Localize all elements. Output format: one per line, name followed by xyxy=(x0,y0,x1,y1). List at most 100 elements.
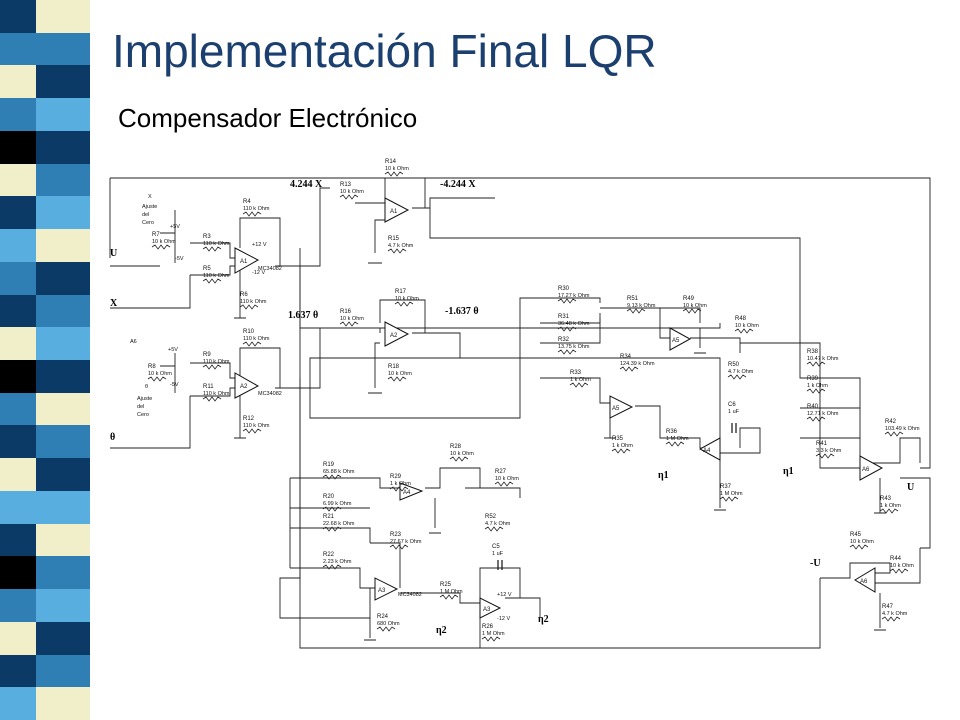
resistor-ref-r19: R19 xyxy=(323,462,335,468)
opamp-label-a4: A4 xyxy=(403,490,411,496)
resistor-ref-r24: R24 xyxy=(377,614,389,620)
resistor-symbol xyxy=(202,278,222,284)
resistor-value-r20: 6.99 k Ohm xyxy=(323,501,352,507)
resistor-value-r37: 1 M Ohm xyxy=(720,491,743,497)
label-gain-x-neg: -4.244 X xyxy=(440,179,476,190)
opamp-label-a5: A5 xyxy=(612,406,620,412)
capacitor-value-c6: 1 uF xyxy=(728,409,740,415)
wiring xyxy=(109,177,931,649)
resistor-ref-r13: R13 xyxy=(340,182,352,188)
opamp-label-a5b: A5 xyxy=(672,338,680,344)
resistor-value-r15: 4.7 k Ohm xyxy=(388,243,414,249)
resistor-symbol xyxy=(879,508,899,514)
strip-block-left xyxy=(0,458,36,492)
resistor-symbol xyxy=(322,564,342,570)
resistor-value-r32: 13.75 k Ohm xyxy=(558,344,590,350)
resistor-symbol xyxy=(484,526,504,532)
resistor-value-r4: 110 k Ohm xyxy=(243,206,270,212)
resistor-symbol xyxy=(389,486,409,492)
resistor-value-r29: 1 k Ohm xyxy=(390,481,411,487)
resistor-ref-r36: R36 xyxy=(666,429,678,435)
strip-block-left xyxy=(0,261,36,296)
resistor-value-r17: 10 k Ohm xyxy=(395,296,419,302)
resistor-symbol xyxy=(727,374,747,380)
capacitor-ref-c5: C5 xyxy=(492,544,500,550)
resistor-symbol xyxy=(619,366,639,372)
label-supply-m12-b: -12 V xyxy=(497,616,510,622)
resistor-ref-r15: R15 xyxy=(388,236,400,242)
resistor-symbol xyxy=(322,474,342,480)
resistor-value-r25: 1 M Ohm xyxy=(440,589,463,595)
resistor-ref-r49: R49 xyxy=(683,296,695,302)
resistor-ref-r7: R7 xyxy=(152,232,160,238)
capacitor-symbols xyxy=(497,423,737,570)
resistor-value-r28: 10 k Ohm xyxy=(450,451,474,457)
opamp-label-a3: A3 xyxy=(378,588,386,594)
strip-block-left xyxy=(0,65,36,99)
strip-block-left xyxy=(0,556,36,590)
opamp-label-a6: A6 xyxy=(862,467,870,473)
resistor-value-r44: 10 k Ohm xyxy=(890,563,914,569)
opamp-label-a2: A2 xyxy=(240,384,248,390)
resistor-ref-r21: R21 xyxy=(323,514,335,520)
resistor-value-r49: 10 k Ohm xyxy=(683,303,707,309)
label-theta-adjust-1: Ajuste xyxy=(137,396,152,402)
resistor-symbol xyxy=(387,376,407,382)
capacitor-value-c5: 1 uF xyxy=(492,551,504,557)
resistor-ref-r43: R43 xyxy=(880,496,892,502)
opamp-label-a6b: A6 xyxy=(860,579,868,585)
resistor-value-r18: 10 k Ohm xyxy=(388,371,412,377)
resistor-symbol xyxy=(339,321,359,327)
label-theta-adjust-3: Cero xyxy=(137,412,149,418)
resistor-symbol xyxy=(815,453,835,459)
resistor-ref-r42: R42 xyxy=(885,419,897,425)
strip-block-left xyxy=(0,490,36,525)
resistor-symbol xyxy=(611,448,631,454)
resistor-symbol xyxy=(151,244,171,250)
resistor-value-r45: 10 k Ohm xyxy=(850,539,874,545)
resistor-symbol xyxy=(147,376,167,382)
strip-block-left xyxy=(0,130,36,165)
label-supply-m12-a: -12 V xyxy=(252,270,265,276)
decorative-color-strip xyxy=(0,0,108,720)
resistor-symbol xyxy=(806,388,826,394)
resistor-value-r13: 10 k Ohm xyxy=(340,189,364,195)
label-eta2: η2 xyxy=(538,614,549,625)
resistor-symbol xyxy=(557,298,577,304)
strip-block-left xyxy=(0,32,36,66)
label-gain-theta-neg: -1.637 θ xyxy=(445,306,479,317)
resistor-value-r36: 1 M Ohm xyxy=(666,436,689,442)
resistor-ref-r47: R47 xyxy=(882,604,894,610)
strip-block-left xyxy=(0,163,36,197)
resistor-symbol xyxy=(889,568,909,574)
resistor-ref-r10: R10 xyxy=(243,329,255,335)
resistor-symbol xyxy=(242,428,262,434)
opamp-part-a1: MC34082 xyxy=(258,266,282,272)
strip-block-left xyxy=(0,196,36,230)
resistor-value-r51: 9.13 k Ohm xyxy=(627,303,656,309)
resistor-value-r35: 1 k Ohm xyxy=(612,443,633,449)
resistor-symbol xyxy=(339,194,359,200)
resistor-symbol xyxy=(242,211,262,217)
resistor-symbol xyxy=(734,328,754,334)
resistor-ref-r11: R11 xyxy=(203,384,214,390)
resistor-ref-r6: R6 xyxy=(240,292,248,298)
resistor-value-r30: 17.27 k Ohm xyxy=(558,293,590,299)
resistor-value-r8: 10 k Ohm xyxy=(148,371,172,377)
resistor-symbol xyxy=(557,326,577,332)
resistor-value-r11: 110 k Ohm xyxy=(203,391,230,397)
opamp-part-a2: MC34082 xyxy=(258,391,282,397)
opamp-part-a3: MC34082 xyxy=(398,592,422,598)
label-u-out: U xyxy=(907,482,914,493)
resistor-ref-r52: R52 xyxy=(485,514,497,520)
strip-block-left xyxy=(0,98,36,132)
resistor-symbol xyxy=(881,616,901,622)
resistor-value-r22: 2.23 k Ohm xyxy=(323,559,352,565)
label-theta-adjust-2: del xyxy=(137,404,144,410)
resistor-ref-r37: R37 xyxy=(720,484,732,490)
resistor-value-r26: 1 M Ohm xyxy=(482,631,505,637)
resistor-value-r47: 4.7 k Ohm xyxy=(882,611,908,617)
label-gain-theta: 1.637 θ xyxy=(288,310,318,321)
strip-block-left xyxy=(0,621,36,656)
